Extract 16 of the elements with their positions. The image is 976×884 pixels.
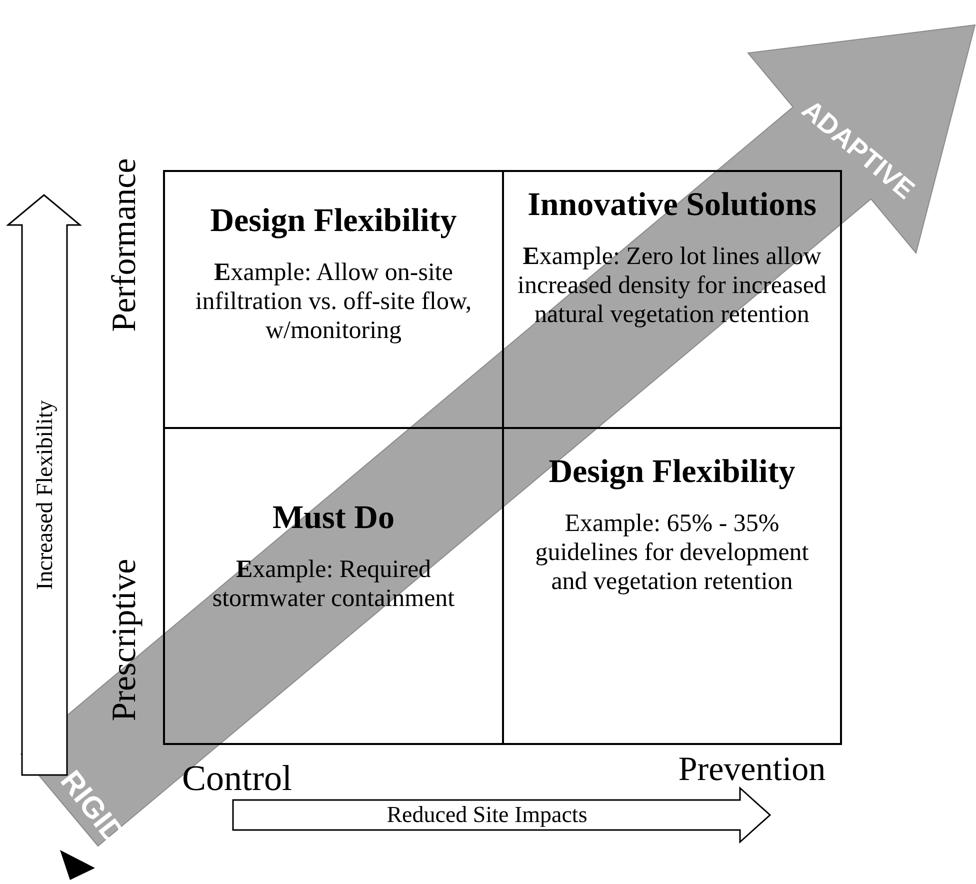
axis-label: Reduced Site Impacts <box>386 802 588 828</box>
example-text: Example: Zero lot lines allow increased density for increased natural vegetation retention <box>517 242 827 329</box>
quadrant-heading: Design Flexibility <box>548 453 796 491</box>
quadrant-heading: Must Do <box>272 499 396 537</box>
axis-label: Control <box>182 757 292 799</box>
quadrant-cell <box>163 427 504 745</box>
example-text: Example: 65% - 35% guidelines for development and vegetation retention <box>534 509 810 596</box>
quadrant-cell <box>502 427 842 745</box>
axis-label: Increased Flexibility <box>32 400 58 590</box>
axis-label: Prescriptive <box>106 558 144 722</box>
example-text: Example: Allow on-site infiltration vs. off-site flow, w/monitoring <box>194 258 473 345</box>
axis-label: Performance <box>106 158 144 332</box>
axis-label: Prevention <box>678 751 826 789</box>
example-text: Example: Required stormwater containment <box>211 555 456 613</box>
quadrant-cell <box>163 170 504 429</box>
quadrant-heading: Design Flexibility <box>209 202 458 240</box>
